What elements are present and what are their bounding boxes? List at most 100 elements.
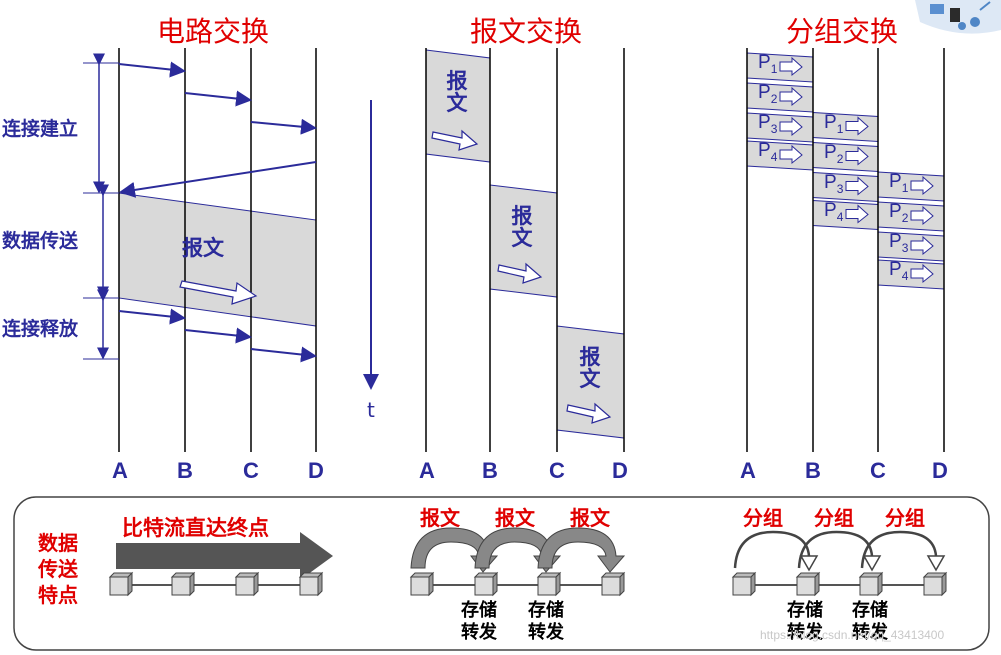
message-direction-arrow <box>431 129 479 151</box>
message-panel <box>425 48 625 452</box>
node-label-b: B <box>177 458 193 483</box>
node-box <box>253 571 259 597</box>
circuit-node-chain <box>108 571 324 597</box>
message-direction-arrow <box>566 402 612 424</box>
node-label-b: B <box>805 458 821 483</box>
store-forward-arrowhead <box>799 555 819 572</box>
packet-hop-label: 分组 <box>743 506 783 530</box>
store-forward-label: 存储转发 <box>461 600 497 643</box>
node-box <box>941 571 947 597</box>
packet-label: P2 <box>824 141 844 166</box>
node-box <box>555 571 561 597</box>
message-direction-arrow <box>497 262 543 284</box>
packet-direction-arrow <box>779 56 803 77</box>
node-box <box>474 576 494 596</box>
phase-setup-label: 连接建立 <box>2 118 79 140</box>
message-switching-title: 报文交换 <box>470 15 583 48</box>
circuit-panel <box>83 48 317 452</box>
node-box <box>317 571 323 597</box>
packet-node-chain <box>731 571 948 597</box>
node-box <box>492 571 498 597</box>
packet-direction-arrow <box>845 116 869 136</box>
message-block-label: 报文 <box>446 69 468 115</box>
setup-arrow <box>184 90 252 107</box>
node-box <box>619 571 625 597</box>
node-box <box>109 576 129 596</box>
packet-hop-label: 分组 <box>814 506 854 530</box>
packet-direction-arrow <box>845 146 869 166</box>
node-label-c: C <box>549 458 565 483</box>
phase-transfer-label: 数据传送 <box>2 230 79 252</box>
message-hop-label: 报文 <box>495 506 535 530</box>
packet-label: P4 <box>824 199 844 224</box>
node-label-d: D <box>932 458 948 483</box>
packet-direction-arrow <box>845 204 869 224</box>
node-box <box>171 576 191 596</box>
circuit-switching-title: 电路交换 <box>157 15 270 48</box>
packet-label: P2 <box>758 82 778 106</box>
packet-label: P1 <box>824 111 844 136</box>
node-label-d: D <box>308 458 324 483</box>
node-label-a: A <box>112 458 128 483</box>
node-box <box>189 571 195 597</box>
store-forward-arrow <box>733 530 811 569</box>
node-label-d: D <box>612 458 628 483</box>
circuit-message-label: 报文 <box>182 236 224 260</box>
packet-label: P4 <box>758 140 778 164</box>
store-forward-arrow <box>537 527 626 573</box>
logo-fragment <box>915 0 1001 34</box>
packet-direction-arrow <box>910 263 934 284</box>
message-hop-label: 报文 <box>570 506 610 530</box>
store-forward-arrowhead <box>862 555 882 572</box>
store-forward-label: 存储转发 <box>787 600 823 643</box>
packet-direction-arrow <box>910 175 934 196</box>
node-box <box>127 571 133 597</box>
packet-label: P1 <box>758 52 778 76</box>
packet-panel <box>746 48 945 452</box>
packet-label: P4 <box>889 259 909 283</box>
setup-arrow <box>118 61 186 78</box>
node-box <box>796 576 816 596</box>
packet-direction-arrow <box>910 235 934 256</box>
transfer-characteristics-label: 数据传送特点 <box>38 531 78 607</box>
message-direction-arrow <box>179 280 258 305</box>
packet-label: P3 <box>889 231 909 255</box>
node-label-b: B <box>482 458 498 483</box>
store-forward-label: 存储转发 <box>852 600 888 643</box>
time-label: t <box>367 398 375 422</box>
node-box <box>235 576 255 596</box>
message-hop-label: 报文 <box>420 506 460 530</box>
store-forward-arrow <box>797 530 874 569</box>
packet-direction-arrow <box>779 86 803 107</box>
phase-release-label: 连接释放 <box>2 318 79 340</box>
release-arrow <box>250 346 317 363</box>
node-box <box>601 576 621 596</box>
node-box <box>923 576 943 596</box>
release-arrow <box>118 308 186 325</box>
node-box <box>750 571 756 597</box>
packet-label: P3 <box>758 112 778 136</box>
packet-label: P2 <box>889 201 909 225</box>
ack-arrow <box>119 161 317 198</box>
message-block-label: 报文 <box>579 345 601 391</box>
packet-direction-arrow <box>779 116 803 137</box>
node-box <box>732 576 752 596</box>
node-box <box>859 576 879 596</box>
store-forward-arrow <box>860 530 938 569</box>
release-arrow <box>184 327 252 344</box>
node-box <box>814 571 820 597</box>
circuit-caption: 比特流直达终点 <box>122 516 269 540</box>
bottom-panel <box>13 496 990 651</box>
store-forward-arrowhead <box>926 555 946 572</box>
packet-direction-arrow <box>910 205 934 226</box>
node-box <box>537 576 557 596</box>
packet-switching-title: 分组交换 <box>786 15 899 48</box>
node-label-a: A <box>419 458 435 483</box>
packet-label: P1 <box>889 171 909 195</box>
message-node-chain <box>409 571 626 597</box>
node-box <box>877 571 883 597</box>
message-block-label: 报文 <box>511 204 533 250</box>
node-label-c: C <box>870 458 886 483</box>
